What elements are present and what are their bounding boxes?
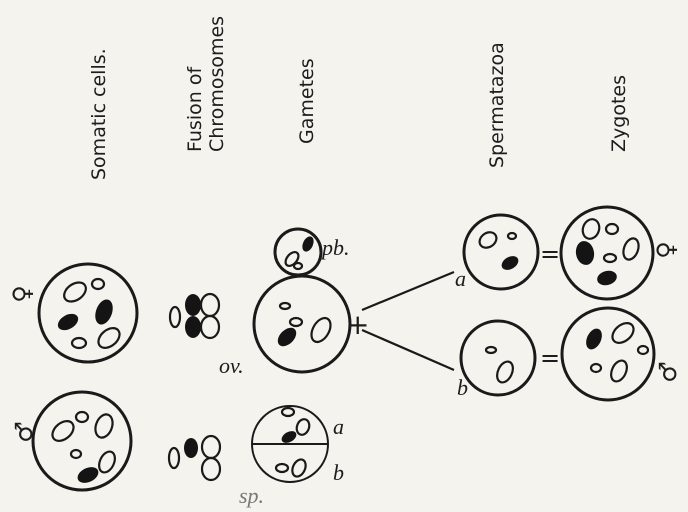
fusion-female xyxy=(168,292,221,340)
somatic-cell-female xyxy=(37,262,139,364)
zygote-female-symbol: ♀ xyxy=(651,241,680,259)
female-symbol: ♀ xyxy=(7,285,36,303)
somatic-cell-male xyxy=(31,390,133,492)
ovum xyxy=(252,274,352,374)
spermatocyte xyxy=(251,405,329,483)
line-to-b xyxy=(361,328,455,372)
male-symbol: ♂ xyxy=(9,421,38,443)
polar-body xyxy=(273,227,323,277)
label-spermatozoon-b: b xyxy=(457,375,468,400)
spermatozoon-b xyxy=(459,319,537,397)
label-sp: sp. xyxy=(239,483,265,508)
equals-sign-a: = xyxy=(540,240,561,268)
label-gamete-b: b xyxy=(333,460,344,485)
equals-sign-b: = xyxy=(540,344,561,372)
zygote-male-symbol: ♂ xyxy=(653,361,682,383)
label-pb: pb. xyxy=(322,235,350,260)
fusion-male xyxy=(167,434,222,482)
line-to-a xyxy=(361,270,455,312)
spermatozoon-a xyxy=(462,213,540,291)
label-gamete-a: a xyxy=(333,414,344,439)
zygote-male xyxy=(560,306,656,402)
plus-sign: + xyxy=(346,308,370,341)
zygote-female xyxy=(559,205,655,301)
label-ov: ov. xyxy=(219,353,244,378)
label-spermatozoon-a: a xyxy=(455,266,466,291)
